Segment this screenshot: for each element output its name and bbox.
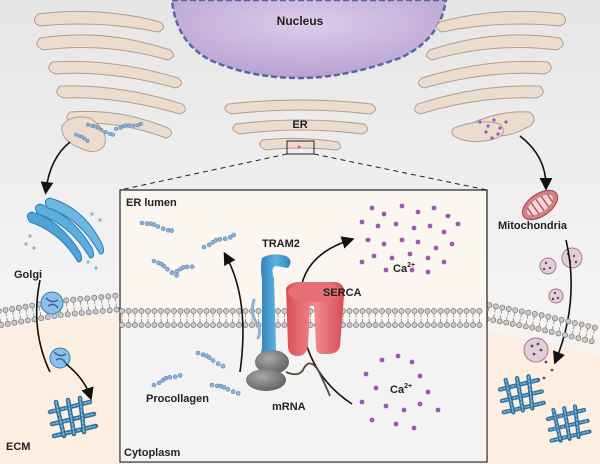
tram2-protein <box>250 254 291 360</box>
mrna-label: mRNA <box>272 401 306 413</box>
golgi-to-ecm-arrow-part <box>35 279 51 373</box>
er-label: ER <box>292 119 307 131</box>
tram2-label: TRAM2 <box>262 238 300 250</box>
ecm-label: ECM <box>6 441 30 453</box>
ribosome <box>246 350 289 391</box>
ecm-collagen-network-left <box>47 395 99 439</box>
er-to-golgi-arrow <box>40 141 71 195</box>
golgi-vesicle-1 <box>40 291 64 315</box>
serca-pump <box>286 282 345 356</box>
fusing-vesicle <box>523 337 549 363</box>
golgi-vesicle-dots <box>24 212 102 270</box>
plasma-membrane-right <box>483 302 598 345</box>
mitochondrion <box>521 189 559 221</box>
golgi-apparatus <box>26 197 105 263</box>
golgi-label: Golgi <box>14 269 42 281</box>
calcium-vesicles <box>539 247 583 304</box>
nucleus-label: Nucleus <box>276 14 324 28</box>
zoom-line-right <box>313 153 488 191</box>
er-lumen-label: ER lumen <box>126 197 177 209</box>
zoom-procollagen-chains <box>139 220 241 396</box>
zoom-calcium-lumen <box>359 203 461 275</box>
mrna-strand <box>285 362 331 397</box>
er-left-stack <box>34 10 186 152</box>
golgi-to-ecm-arrow <box>65 363 94 401</box>
zoom-region-marker <box>297 145 301 149</box>
er-procollagen-chains <box>74 121 143 143</box>
cytoplasm-label: Cytoplasm <box>124 447 180 459</box>
vesicle-collagen-1 <box>45 297 59 309</box>
ecm-collagen-network-right-2 <box>545 404 592 443</box>
zoom-line-left <box>119 153 288 191</box>
er-center <box>224 99 376 151</box>
er-to-mitochondria-arrow <box>519 135 553 191</box>
vesicle-collagen-2 <box>53 351 67 365</box>
zoom-region-box <box>286 140 315 155</box>
calcium-lumen-label: Ca2+ <box>393 262 415 275</box>
procollagen-label: Procollagen <box>146 393 209 405</box>
serca-label: SERCA <box>323 287 362 299</box>
ecm-collagen-network-right <box>497 374 546 415</box>
mitochondria-label: Mitochondria <box>498 220 568 232</box>
mitochondria-to-ecm-arrow <box>553 239 572 365</box>
fusing-vesicle-dots <box>530 342 554 380</box>
calcium-cytoplasm-label: Ca2+ <box>390 383 412 396</box>
zoom-calcium-cytoplasm <box>359 353 441 431</box>
er-calcium-dots <box>478 118 508 140</box>
nucleus <box>170 0 448 80</box>
procollagen-translocation-arrow <box>223 251 244 373</box>
er-right-stack <box>414 10 566 143</box>
